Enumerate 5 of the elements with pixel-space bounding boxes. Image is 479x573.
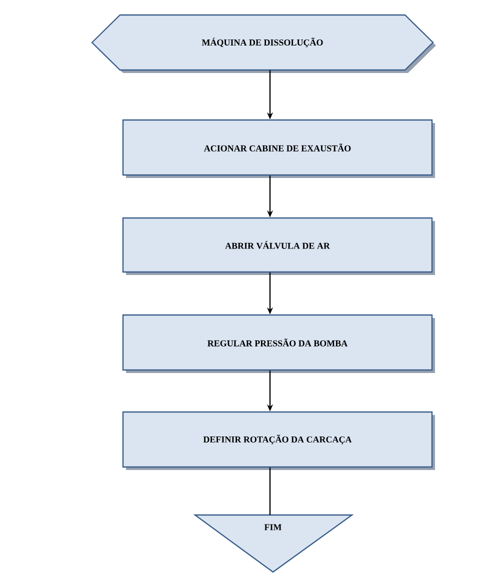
process-box: DEFINIR ROTAÇÃO DA CARCAÇA [122, 411, 435, 470]
start-hexagon: MÁQUINA DE DISSOLUÇÃO [91, 14, 436, 73]
process-box: REGULAR PRESSÃO DA BOMBA [122, 314, 435, 373]
process-box: ACIONAR CABINE DE EXAUSTÃO [122, 119, 435, 178]
process-box: ABRIR VÁLVULA DE AR [122, 217, 435, 275]
